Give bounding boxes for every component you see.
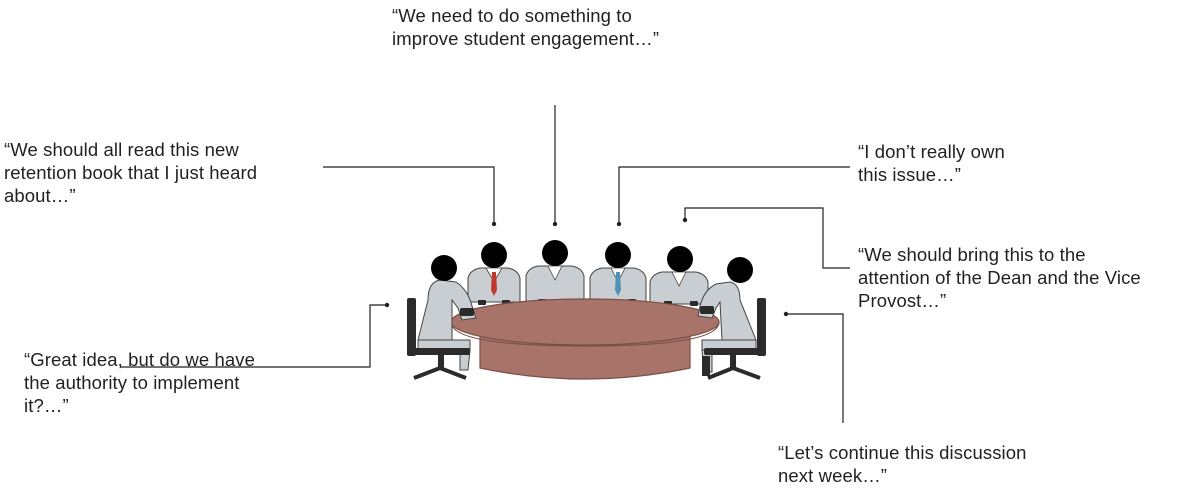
callout-lines xyxy=(120,105,850,423)
callout-line-bottom xyxy=(787,313,844,423)
callout-line-right xyxy=(684,207,850,269)
quote-bottom: “Let’s continue this discussion next wee… xyxy=(778,442,1027,486)
quote-left: “We should all read this new retention b… xyxy=(4,139,258,206)
callout-line-left xyxy=(323,166,495,222)
quote-right-top: “I don’t really own this issue…” xyxy=(858,141,1005,185)
person-5 xyxy=(649,246,709,305)
chairs-back xyxy=(407,298,766,356)
person-3 xyxy=(525,240,585,303)
callout-line-bottom-left xyxy=(120,304,386,368)
person-1 xyxy=(412,255,477,380)
person-2 xyxy=(467,242,521,303)
callout-line-right-top xyxy=(618,166,850,222)
conference-table xyxy=(450,298,720,380)
people xyxy=(467,240,709,305)
quote-top: “We need to do something to improve stud… xyxy=(392,5,660,49)
quote-bottom-left: “Great idea, but do we have the authorit… xyxy=(24,349,256,416)
person-6 xyxy=(697,257,762,380)
quote-right: “We should bring this to the attention o… xyxy=(858,244,1141,311)
person-4 xyxy=(589,242,647,303)
callout-dots xyxy=(384,217,789,317)
